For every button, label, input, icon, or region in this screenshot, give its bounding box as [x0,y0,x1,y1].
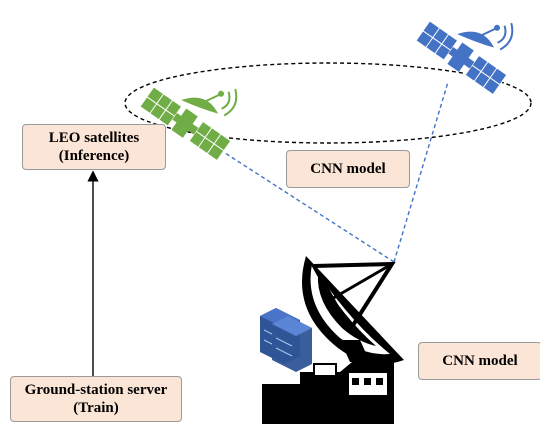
server-rack-icon [260,308,312,372]
leo-satellites-label: LEO satellites [48,130,140,146]
green-satellite-icon [139,86,238,162]
satellite-dish-icon [262,256,404,424]
link-blue-satellite [393,81,449,263]
ground-station-box: Ground-station server (Train) [10,376,182,422]
train-label: (Train) [73,400,119,416]
inference-label: (Inference) [58,148,130,164]
blue-satellite-icon [415,20,514,96]
cnn-model-box-ground: CNN model [418,342,540,380]
cnn-model-label-orbit: CNN model [310,161,386,177]
link-green-satellite [207,141,395,263]
ground-station-label: Ground-station server [24,382,168,398]
cnn-model-label-ground: CNN model [442,353,518,369]
cnn-model-box-orbit: CNN model [286,150,410,188]
leo-satellites-box: LEO satellites (Inference) [22,124,166,170]
orbit-ellipse [124,62,532,144]
